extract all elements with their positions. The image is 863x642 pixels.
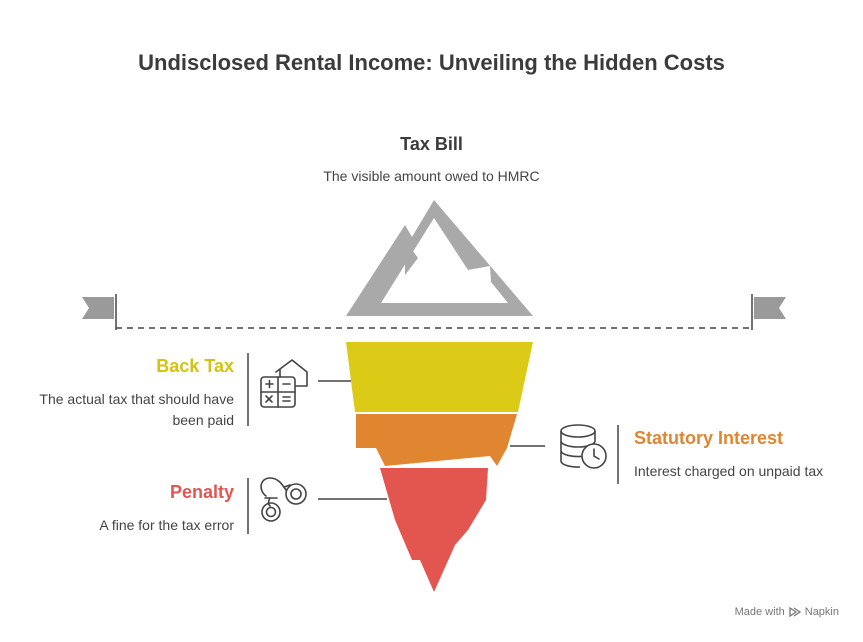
- mountain-tip: [346, 200, 533, 316]
- back-tax-label: Back Tax: [156, 356, 234, 376]
- back-tax-description-line: The actual tax that should have: [39, 391, 234, 407]
- napkin-logo-icon: [789, 606, 801, 618]
- coins-clock-icon: [560, 424, 607, 469]
- penalty-description: A fine for the tax error: [99, 517, 234, 533]
- statutory-interest-label: Statutory Interest: [634, 428, 784, 448]
- layer-back-tax: [346, 342, 533, 412]
- calculator-house-icon: [260, 359, 308, 408]
- tip-label: Tax Bill: [400, 134, 463, 154]
- tip-description: The visible amount owed to HMRC: [323, 168, 540, 184]
- made-with-text: Made with: [734, 606, 785, 618]
- right-flag: [754, 297, 786, 319]
- page-title: Undisclosed Rental Income: Unveiling the…: [138, 50, 725, 75]
- penalty-label: Penalty: [169, 482, 234, 502]
- left-flag: [82, 297, 114, 319]
- statutory-interest-description: Interest charged on unpaid tax: [634, 463, 824, 479]
- layer-statutory-interest: [356, 414, 517, 466]
- mountain-detail: [405, 240, 418, 275]
- layer-penalty: [380, 468, 488, 592]
- made-with-napkin: Made with Napkin: [735, 606, 839, 618]
- napkin-brand: Napkin: [804, 606, 839, 618]
- back-tax-description-line: been paid: [172, 412, 234, 428]
- handcuffs-icon: [260, 477, 307, 522]
- back-tax-description: The actual tax that should have been pai…: [10, 389, 234, 431]
